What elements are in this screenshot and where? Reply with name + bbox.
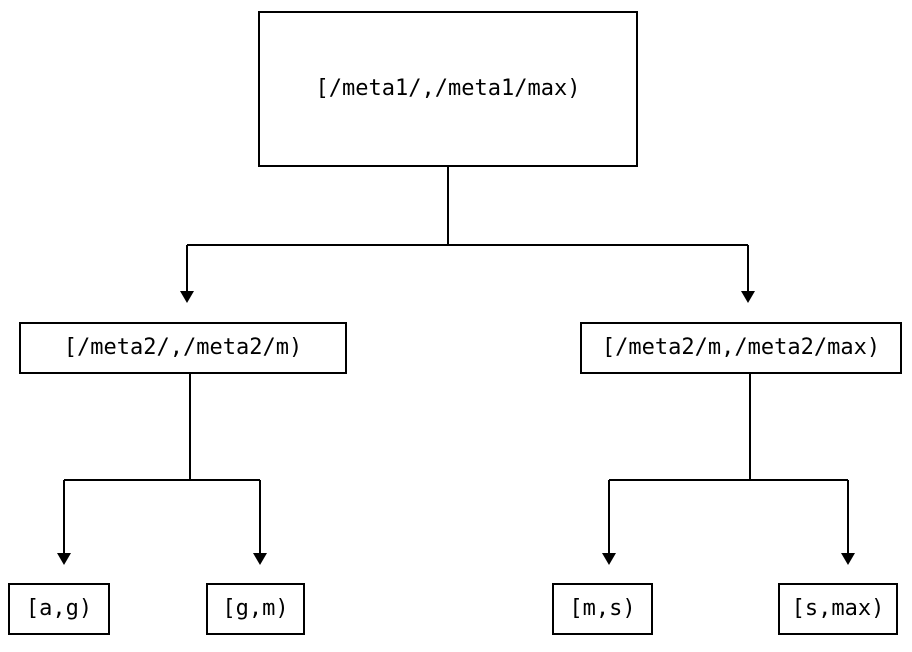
tree-node-root-label: [/meta1/,/meta1/max) (315, 76, 581, 101)
tree-node-leaf-s-max-label: [s,max) (791, 596, 885, 621)
tree-node-mid-left[interactable]: [/meta2/,/meta2/m) (19, 322, 347, 374)
tree-node-leaf-g-m-label: [g,m) (222, 596, 289, 621)
arrowhead-root-to-mid-right (741, 291, 755, 303)
tree-node-leaf-m-s[interactable]: [m,s) (552, 583, 653, 635)
tree-node-mid-left-label: [/meta2/,/meta2/m) (63, 335, 303, 360)
tree-node-leaf-g-m[interactable]: [g,m) (206, 583, 305, 635)
edge-mid-left-to-leaves-group (62, 374, 262, 553)
arrowhead-mid-left-to-leaf-ag (57, 553, 71, 565)
edge-root-to-mid-group (185, 167, 750, 291)
arrowhead-mid-right-to-leaf-ms (602, 553, 616, 565)
tree-node-leaf-a-g-label: [a,g) (25, 596, 93, 621)
tree-node-leaf-s-max[interactable]: [s,max) (778, 583, 898, 635)
arrowhead-root-to-mid-left (180, 291, 194, 303)
tree-node-mid-right[interactable]: [/meta2/m,/meta2/max) (580, 322, 902, 374)
tree-node-mid-right-label: [/meta2/m,/meta2/max) (601, 335, 881, 360)
arrowhead-mid-left-to-leaf-gm (253, 553, 267, 565)
tree-node-leaf-a-g[interactable]: [a,g) (8, 583, 110, 635)
tree-node-root[interactable]: [/meta1/,/meta1/max) (258, 11, 638, 167)
tree-node-leaf-m-s-label: [m,s) (569, 596, 636, 621)
arrowhead-mid-right-to-leaf-smax (841, 553, 855, 565)
edge-mid-right-to-leaves-group (607, 374, 850, 553)
